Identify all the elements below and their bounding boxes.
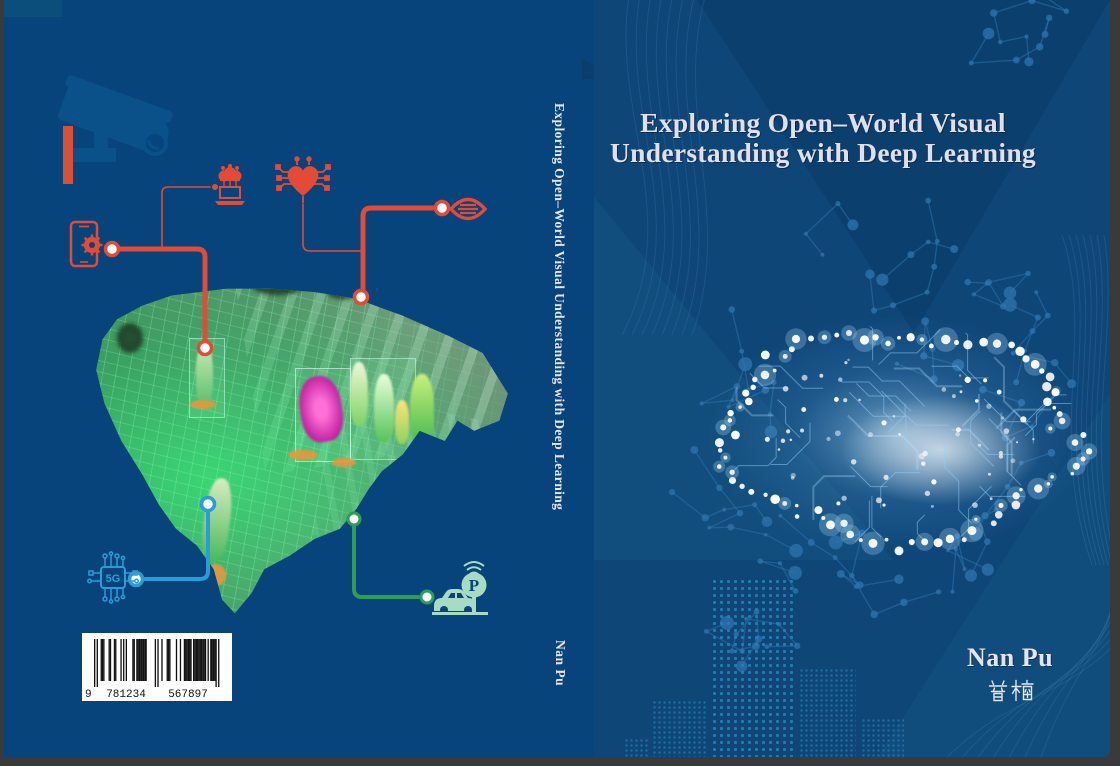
pedestrian-adult [374,374,394,442]
building [652,700,706,757]
building [624,738,650,757]
gear-icon [81,234,103,256]
pedestrian-woman [196,344,213,406]
line-heart [302,203,361,252]
barcode-prefix: 9 [85,689,92,701]
corner-accent [4,0,62,17]
ground-patch [332,458,356,467]
5g-chip-icon: 5G [86,551,140,604]
barcode-group2: 567897 [168,689,208,701]
circuit-brain-artwork [707,315,1098,556]
line-phone [117,246,208,343]
car-icon [434,589,476,614]
camera-mount-bar [63,126,73,184]
author-name: Nan Pu [966,643,1054,672]
book-cover: 5G P [4,0,1110,757]
book-title: Exploring Open–World Visual Understandin… [608,108,1038,168]
line-cloud [161,186,211,250]
author-cjk-glyphs [988,679,1034,702]
pedestrian-child [395,400,409,444]
spine-title: Exploring Open–World Visual Understandin… [552,103,567,511]
spine-author: Nan Pu [553,640,568,687]
chip-label: 5G [106,573,121,585]
connection-lines [103,184,451,605]
line-5g [143,511,210,581]
node-dot [212,184,218,190]
building [861,718,904,757]
node-map-top [352,288,370,306]
title-line-2: Understanding with Deep Learning [610,137,1036,168]
wave-lines-pattern [621,0,1110,757]
line-eye [360,205,436,292]
node-map-bottom [346,511,362,527]
surveillance-camera-icon [57,75,173,184]
barcode-group1: 781234 [106,689,146,701]
vision-eye-icon [448,197,488,221]
smartphone-ai-icon [69,220,103,268]
parking-label: P [469,576,479,595]
line-parking [352,525,420,599]
smart-parking-icon: P [432,561,488,615]
iot-heart-icon [275,156,331,203]
back-cover: 5G P [4,0,594,757]
node-woman [196,339,214,357]
node-man [199,495,217,513]
cloud-ai-laptop-icon [215,164,245,205]
tree [251,288,304,296]
front-cover: Exploring Open–World Visual Understandin… [594,0,1110,757]
wifi-icon [463,561,485,575]
barcode: 9 781234 567897 [82,633,232,701]
building [711,578,794,757]
building [799,668,856,757]
node-phone [103,240,121,258]
pedestrian-adult [350,362,368,426]
title-line-1: Exploring Open–World Visual [640,107,1006,138]
tree [117,322,144,353]
ground-patch [190,400,216,409]
node-parking [419,589,435,605]
ground-patch [288,450,318,460]
node-eye [433,199,451,217]
